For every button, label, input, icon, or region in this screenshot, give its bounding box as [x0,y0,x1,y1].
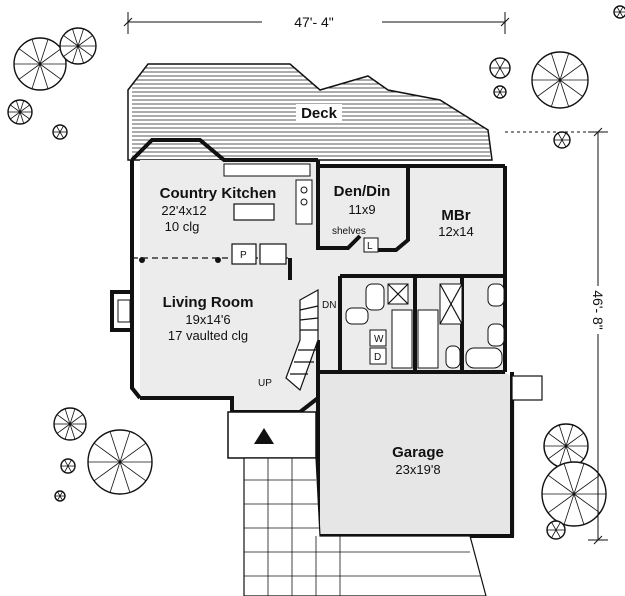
tree-icon [613,5,625,19]
kitchen-name: Country Kitchen [160,185,277,202]
shelves-label: shelves [332,226,366,237]
tree-icon [52,124,68,140]
deck-label: Deck [301,105,338,122]
tree-icon [489,57,511,79]
living-name: Living Room [163,294,254,311]
entry-walk [227,411,487,596]
den-size: 11x9 [348,202,375,217]
dryer-label: D [374,352,381,363]
mbr-name: MBr [441,207,470,224]
garage-size: 23x19'8 [395,462,440,477]
kitchen-fixtures [139,163,313,265]
kitchen-ceiling: 10 clg [165,219,200,234]
tree-icon [54,490,66,502]
width-dimension: 47'- 4" [294,14,334,30]
tree-icon [543,423,589,469]
tree-icon [7,99,33,125]
trees [7,5,625,540]
mbr-size: 12x14 [438,224,473,239]
tree-icon [553,131,571,149]
living-ceiling: 17 vaulted clg [168,328,248,343]
tree-icon [13,37,67,91]
labels: 47'- 4" 46'- 8" Deck Country Kitchen 22'… [160,12,608,477]
stairs [285,288,319,392]
stair-up-label: UP [258,378,272,389]
tree-icon [87,429,153,495]
garage-stoop [511,375,543,401]
garage-name: Garage [392,444,444,461]
washer-label: W [374,334,384,345]
den-name: Den/Din [334,183,391,200]
tree-icon [59,27,97,65]
depth-dimension: 46'- 8" [590,290,606,330]
tree-icon [53,407,87,441]
tree-icon [493,85,507,99]
pantry-label: P [240,250,247,261]
stair-down-label: DN [322,300,336,311]
bath-fixtures [345,283,505,369]
tree-icon [546,520,566,540]
tree-icon [531,51,589,109]
tree-icon [541,461,607,527]
living-size: 19x14'6 [185,312,230,327]
linen-label: L [367,241,373,252]
kitchen-size: 22'4x12 [161,203,206,218]
tree-icon [60,458,76,474]
walls [110,138,514,538]
